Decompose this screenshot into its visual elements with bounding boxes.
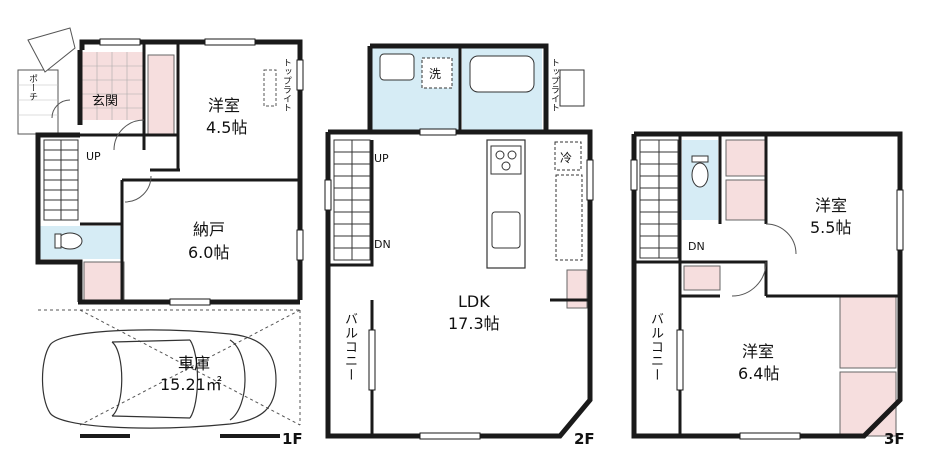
storage-name: 納戸 bbox=[193, 220, 226, 239]
closet-1f-upper bbox=[147, 54, 175, 136]
western-room-1f-size: 4.5帖 bbox=[206, 118, 248, 137]
storage-size: 6.0帖 bbox=[188, 243, 230, 262]
dn-label-3f: DN bbox=[688, 240, 705, 253]
floor-label-2f: 2F bbox=[574, 430, 595, 448]
fridge-box bbox=[554, 141, 582, 171]
floor-label-1f: 1F bbox=[282, 430, 303, 448]
room-a-name: 洋室 bbox=[815, 196, 848, 215]
floor-2-plan bbox=[324, 43, 594, 440]
room-a-size: 5.5帖 bbox=[810, 218, 852, 237]
car-icon bbox=[41, 329, 277, 429]
garage-area bbox=[38, 309, 301, 426]
closet-1f-lower bbox=[83, 261, 125, 303]
entrance-floor bbox=[82, 52, 144, 120]
toilet-1f bbox=[57, 232, 83, 250]
up-label-2f: UP bbox=[374, 152, 389, 165]
balcony-label-2f: バルコニー bbox=[342, 312, 357, 382]
garage-name: 車庫 bbox=[178, 354, 211, 373]
room-b-size: 6.4帖 bbox=[738, 364, 780, 383]
fridge-label: 冷 bbox=[560, 151, 573, 165]
entrance-label: 玄関 bbox=[92, 94, 119, 109]
bathtub bbox=[469, 55, 535, 93]
washer-box bbox=[421, 57, 453, 89]
room-b-name: 洋室 bbox=[742, 342, 775, 361]
skylight-1f bbox=[263, 69, 277, 107]
balcony-label-3f: バルコニー bbox=[648, 312, 663, 382]
porch-label: ポーチ bbox=[27, 74, 37, 101]
wash-label: 洗 bbox=[429, 67, 442, 81]
kitchen-sink bbox=[491, 211, 521, 249]
garage-size: 15.21㎡ bbox=[160, 375, 222, 394]
sink-2f bbox=[379, 53, 415, 81]
skylight-label-1f: トップライト bbox=[281, 58, 291, 112]
dn-label-2f: DN bbox=[374, 238, 391, 251]
floor-label-3f: 3F bbox=[884, 430, 905, 448]
floor-1-plan bbox=[17, 27, 304, 438]
floor-3-plan bbox=[630, 131, 904, 440]
ldk-name: LDK bbox=[458, 292, 490, 311]
skylight-label-2f: トップライト bbox=[549, 58, 559, 112]
porch-area bbox=[17, 69, 59, 135]
up-label-1f: UP bbox=[86, 150, 101, 163]
ldk-size: 17.3帖 bbox=[448, 314, 500, 333]
toilet-3f bbox=[691, 162, 709, 188]
skylight-2f bbox=[559, 69, 585, 107]
western-room-1f-name: 洋室 bbox=[208, 96, 241, 115]
